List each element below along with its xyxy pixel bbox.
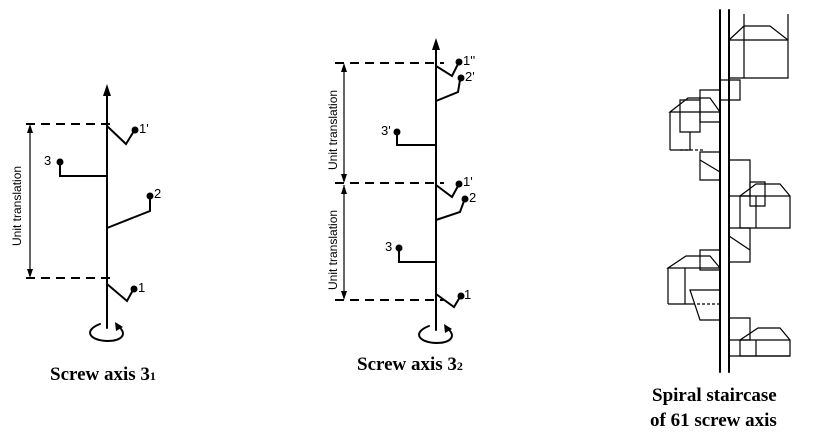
label-3: 3 [44, 153, 51, 168]
point-1-prime-dot [131, 126, 139, 134]
point-3-dot [395, 244, 403, 252]
arm-1 [435, 293, 461, 309]
axis-arrowhead [432, 38, 440, 50]
arm-2 [435, 200, 465, 221]
tread-left-middle [699, 151, 721, 181]
caption-staircase-line2: of 61 screw axis [650, 410, 777, 431]
tread-left-lower-top [666, 255, 722, 269]
arm-3 [398, 249, 437, 263]
point-1-dot [130, 285, 138, 293]
arm-1-prime [435, 184, 459, 199]
label-2-prime: 2' [465, 69, 475, 84]
dimension-arrow [341, 291, 347, 300]
tread-right-bottom [728, 317, 751, 341]
tread-left-bottom [689, 289, 721, 321]
arm-2 [106, 197, 151, 229]
caption-staircase-line1: Spiral staircase [652, 385, 777, 406]
rotation-arrowhead [444, 324, 452, 333]
screw-axis-32-diagram: 1 2 3 1' 2' 3' 1'' Unit translation Unit… [326, 38, 476, 345]
label-1: 1 [138, 280, 145, 295]
tread-diagonal [728, 235, 751, 251]
point-2-prime-dot [457, 74, 465, 82]
rotation-arrow-path [89, 323, 124, 343]
arm-3-prime [396, 133, 437, 146]
unit-translation-label-top: Unit translation [326, 90, 340, 170]
tread-right-outer [749, 181, 766, 207]
point-1-prime-dot [455, 180, 463, 188]
dimension-arrow [341, 174, 347, 183]
point-2-dot [461, 195, 469, 203]
label-2: 2 [469, 190, 476, 205]
caption-text: Screw axis 3 [357, 354, 457, 375]
caption-text: Screw axis 3 [50, 364, 150, 385]
label-3: 3 [385, 239, 392, 254]
label-1: 1 [464, 287, 471, 302]
tread-left-top [668, 97, 722, 113]
arm-1-prime [106, 125, 135, 146]
caption-screw-axis-32: Screw axis 32 [357, 354, 463, 376]
caption-screw-axis-31: Screw axis 31 [50, 364, 156, 386]
tread-left [679, 99, 701, 133]
spiral-staircase-diagram [666, 9, 791, 373]
label-2: 2 [154, 186, 161, 201]
tread-right-base [739, 327, 791, 357]
caption-subscript: 1 [149, 369, 156, 383]
caption-subscript: 2 [456, 359, 463, 373]
tread-left-upper [699, 89, 721, 123]
dimension-arrow-bottom [27, 269, 33, 278]
dimension-arrow [341, 63, 347, 72]
point-1-dot [457, 292, 465, 300]
tread-right-low [728, 227, 751, 263]
label-1-prime: 1' [139, 121, 149, 136]
unit-translation-label: Unit translation [10, 166, 24, 246]
rotation-arrowhead [115, 322, 123, 331]
tread-top-right [728, 25, 789, 79]
unit-translation-label-bottom: Unit translation [326, 210, 340, 290]
arm-2-prime [435, 79, 461, 102]
arm-3 [59, 163, 108, 177]
screw-axis-31-diagram: 1 2 3 1' Unit translation [10, 84, 161, 343]
label-1-prime: 1' [463, 174, 473, 189]
tread-diagonal [699, 159, 721, 173]
point-2-dot [146, 192, 154, 200]
arm-1 [106, 283, 134, 303]
point-3-prime-dot [393, 128, 401, 136]
label-1-double-prime: 1'' [463, 53, 475, 68]
axis-arrowhead [103, 84, 111, 96]
tread-left-lower [699, 249, 721, 271]
point-3-dot [56, 158, 64, 166]
label-3-prime: 3' [381, 123, 391, 138]
rotation-arrow-path [418, 325, 453, 345]
dimension-arrow-top [27, 124, 33, 133]
arm-1-double-prime [435, 63, 459, 78]
dimension-arrow [341, 185, 347, 194]
point-1-double-prime-dot [455, 58, 463, 66]
